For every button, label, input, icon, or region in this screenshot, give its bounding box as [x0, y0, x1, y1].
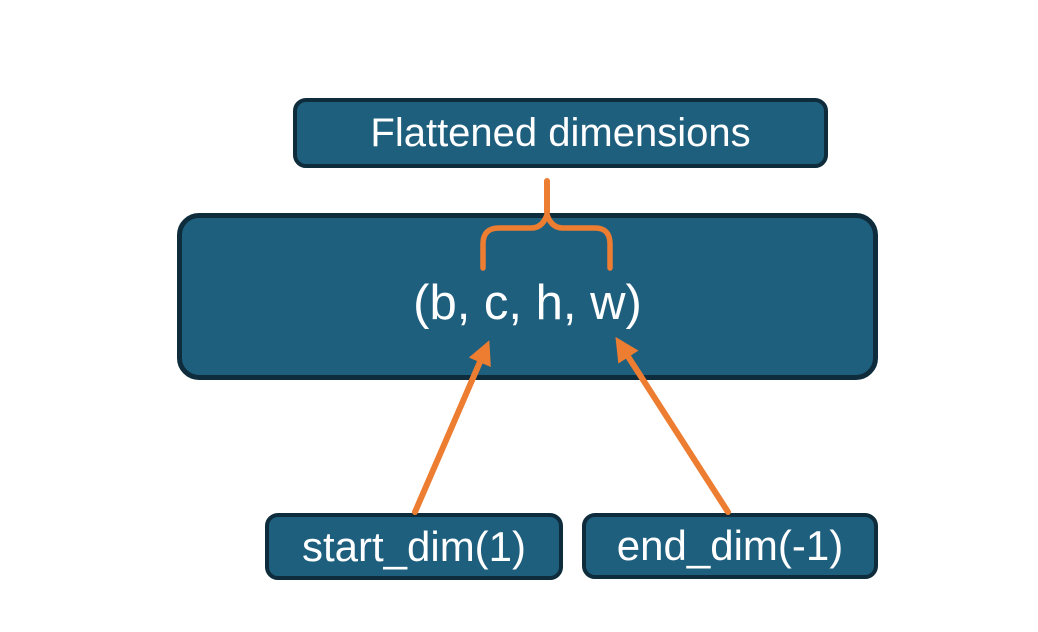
start-dim-box: start_dim(1): [265, 513, 563, 580]
end-dim-box: end_dim(-1): [582, 513, 878, 579]
tensor-shape-box: (b, c, h, w): [177, 213, 878, 380]
flattened-dimensions-box: Flattened dimensions: [293, 98, 828, 168]
end-dim-label: end_dim(-1): [616, 522, 844, 569]
start-dim-label: start_dim(1): [301, 522, 527, 570]
flattened-dimensions-label: Flattened dimensions: [370, 111, 751, 155]
tensor-shape-label: (b, c, h, w): [413, 276, 642, 330]
